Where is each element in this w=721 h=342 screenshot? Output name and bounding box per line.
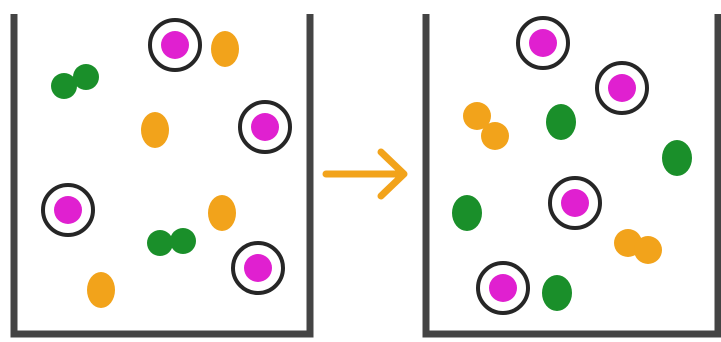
ringed-magenta-particle <box>231 241 285 295</box>
after-container <box>422 14 721 338</box>
orange-particle <box>208 195 236 231</box>
orange-particle <box>87 272 115 308</box>
green-particle <box>662 140 692 176</box>
green-particle <box>452 195 482 231</box>
ringed-magenta-particle <box>148 18 202 72</box>
after-container-wall <box>422 14 721 338</box>
green-particle-pair <box>51 64 99 99</box>
before-container <box>10 14 314 338</box>
green-particle-pair <box>147 228 196 256</box>
green-particle <box>546 104 576 140</box>
right-arrow-icon <box>322 148 408 200</box>
before-container-wall <box>10 14 314 338</box>
orange-particle-pair <box>614 229 662 264</box>
ringed-magenta-particle <box>548 176 602 230</box>
ringed-magenta-particle <box>595 61 649 115</box>
ringed-magenta-particle <box>476 261 530 315</box>
orange-particle-pair <box>463 102 509 150</box>
ringed-magenta-particle <box>238 100 292 154</box>
green-particle <box>542 275 572 311</box>
orange-particle <box>211 31 239 67</box>
orange-particle <box>141 112 169 148</box>
ringed-magenta-particle <box>41 183 95 237</box>
ringed-magenta-particle <box>516 16 570 70</box>
